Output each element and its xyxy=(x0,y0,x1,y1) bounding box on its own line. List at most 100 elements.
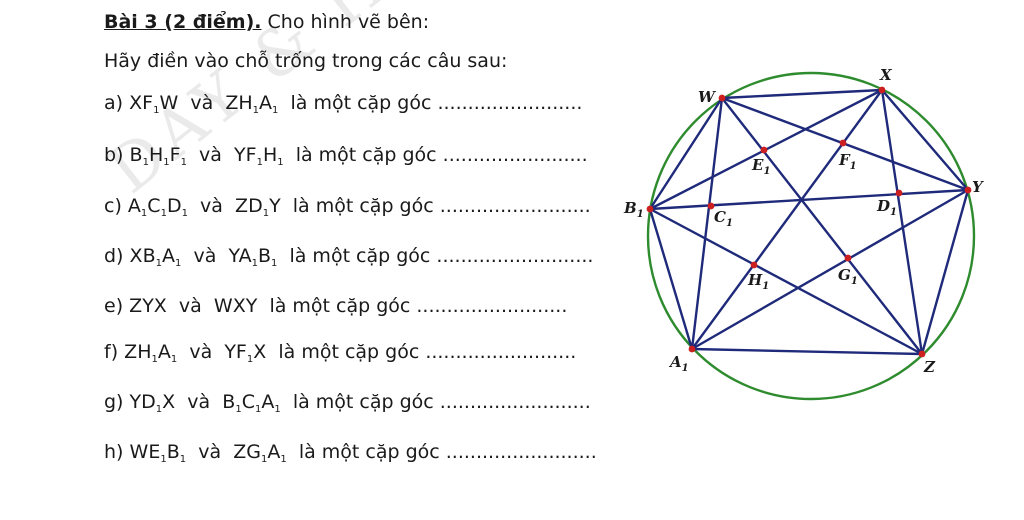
question-text: là một cặp góc xyxy=(298,441,440,463)
point-z-label: Z xyxy=(923,358,936,376)
point-b1-label: B1 xyxy=(623,199,644,220)
question-row: d) XB1A1 và YA1B1 là một cặp góc .......… xyxy=(104,242,593,278)
segment-y-a1 xyxy=(690,188,970,351)
angle-second: YA1B1 xyxy=(228,245,278,269)
point-base-letter: A xyxy=(668,353,682,371)
angle-first: A1C1D1 xyxy=(127,195,188,219)
circumcircle xyxy=(646,71,976,401)
point-base-letter: Z xyxy=(923,358,936,376)
segment-z-a1 xyxy=(690,347,924,356)
point-c1-label: C1 xyxy=(714,208,733,229)
point-subscript: 1 xyxy=(682,363,689,374)
point-h1-label: H1 xyxy=(747,271,769,292)
angle-first: XB1A1 xyxy=(129,245,182,269)
question-row: a) XF1W và ZH1A1 là một cặp góc ........… xyxy=(104,89,582,125)
point-w-label: W xyxy=(698,88,717,106)
question-label: e) xyxy=(104,295,124,317)
point-d1-label: D1 xyxy=(876,197,897,218)
point-base-letter: F xyxy=(838,151,851,169)
intro-text: Hãy điền vào chỗ trống trong các câu sau… xyxy=(104,50,508,72)
angle-second: YF1H1 xyxy=(234,144,284,168)
answer-blank[interactable]: ........................ xyxy=(437,92,583,114)
question-row: e) ZYX và WXY là một cặp góc ...........… xyxy=(104,292,567,320)
point-base-letter: B xyxy=(623,199,637,217)
point-base-letter: X xyxy=(879,66,893,84)
point-a1-label: A1 xyxy=(668,353,689,374)
point-f1-dot xyxy=(839,139,847,147)
point-a1-dot xyxy=(688,345,696,353)
point-z-dot xyxy=(918,350,926,358)
point-c1-dot xyxy=(707,202,715,210)
angle-second: WXY xyxy=(213,295,258,317)
segment-x-z xyxy=(880,88,924,356)
point-base-letter: G xyxy=(838,266,851,284)
angle-first: XF1W xyxy=(129,92,179,116)
point-base-letter: W xyxy=(698,88,717,106)
segment-w-x xyxy=(720,88,884,100)
question-row: b) B1H1F1 và YF1H1 là một cặp góc ......… xyxy=(104,141,588,177)
point-x-dot xyxy=(878,86,886,94)
angle-second: B1C1A1 xyxy=(222,391,281,415)
answer-blank[interactable]: ......................... xyxy=(439,391,591,413)
answer-blank[interactable]: ......................... xyxy=(439,195,591,217)
point-subscript: 1 xyxy=(637,209,644,220)
conjunction: và xyxy=(189,341,213,363)
point-b1-dot xyxy=(646,205,654,213)
answer-blank[interactable]: ......................... xyxy=(416,295,568,317)
point-subscript: 1 xyxy=(763,166,770,177)
angle-first: B1H1F1 xyxy=(129,144,187,168)
segment-z-b1 xyxy=(648,207,924,356)
point-y-dot xyxy=(964,186,972,194)
question-label: f) xyxy=(104,341,119,363)
question-text: là một cặp góc xyxy=(290,92,432,114)
answer-blank[interactable]: .......................... xyxy=(436,245,594,267)
point-base-letter: E xyxy=(751,156,764,174)
question-row: f) ZH1A1 và YF1X là một cặp góc ........… xyxy=(104,338,576,374)
point-subscript: 1 xyxy=(851,276,858,287)
conjunction: và xyxy=(187,391,211,413)
question-label: h) xyxy=(104,441,124,463)
point-base-letter: H xyxy=(747,271,763,289)
point-subscript: 1 xyxy=(850,161,857,172)
question-label: b) xyxy=(104,144,124,166)
question-row: g) YD1X và B1C1A1 là một cặp góc .......… xyxy=(104,388,591,424)
question-row: h) WE1B1 và ZG1A1 là một cặp góc .......… xyxy=(104,438,597,474)
segment-y-z xyxy=(920,188,970,356)
point-g1-label: G1 xyxy=(838,266,858,287)
angle-first: YD1X xyxy=(129,391,176,415)
point-x-label: X xyxy=(879,66,893,84)
conjunction: và xyxy=(198,441,222,463)
segment-w-b1 xyxy=(648,96,724,211)
point-subscript: 1 xyxy=(726,218,733,229)
question-label: a) xyxy=(104,92,124,114)
question-text: là một cặp góc xyxy=(292,195,434,217)
answer-blank[interactable]: ......................... xyxy=(425,341,577,363)
conjunction: và xyxy=(193,245,217,267)
point-e1-dot xyxy=(760,146,768,154)
angle-second: ZH1A1 xyxy=(225,92,279,116)
point-d1-dot xyxy=(895,189,903,197)
exercise-number: Bài 3 (2 điểm). xyxy=(104,11,262,33)
point-base-letter: C xyxy=(714,208,726,226)
point-base-letter: Y xyxy=(972,178,984,196)
angle-second: YF1X xyxy=(224,341,267,365)
question-row: c) A1C1D1 và ZD1Y là một cặp góc .......… xyxy=(104,192,591,228)
exercise-instruction: Cho hình vẽ bên: xyxy=(261,11,430,33)
conjunction: và xyxy=(190,92,214,114)
point-h1-dot xyxy=(750,261,758,269)
answer-blank[interactable]: ........................ xyxy=(442,144,588,166)
question-label: c) xyxy=(104,195,122,217)
question-text: là một cặp góc xyxy=(295,144,437,166)
conjunction: và xyxy=(178,295,202,317)
segment-a1-b1 xyxy=(648,207,694,351)
angle-first: ZYX xyxy=(129,295,167,317)
point-g1-dot xyxy=(844,254,852,262)
angle-second: ZG1A1 xyxy=(233,441,287,465)
segment-y-b1 xyxy=(648,188,970,211)
question-text: là một cặp góc xyxy=(289,245,431,267)
answer-blank[interactable]: ......................... xyxy=(445,441,597,463)
point-f1-label: F1 xyxy=(838,151,857,172)
conjunction: và xyxy=(199,144,222,166)
angle-first: WE1B1 xyxy=(129,441,187,465)
segment-x-a1 xyxy=(690,88,884,351)
